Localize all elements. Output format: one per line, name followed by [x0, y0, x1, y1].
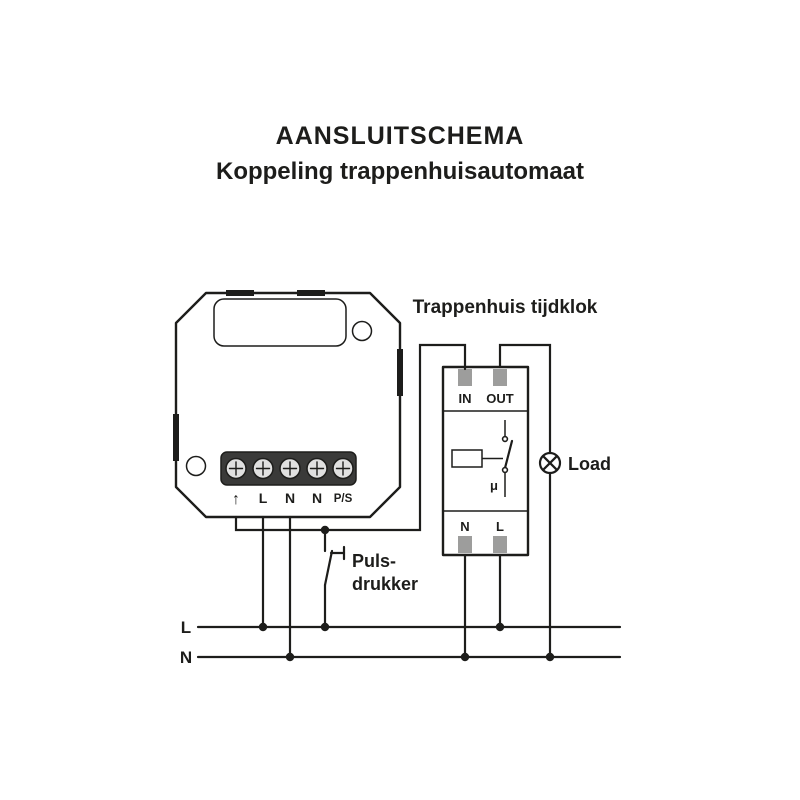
junction-dots [258, 525, 555, 662]
load-symbol: Load [538, 451, 611, 475]
junction-dot [460, 652, 470, 662]
push-button-blade [323, 549, 334, 587]
relay-symbol: μ [451, 420, 514, 497]
screw-terminal [306, 457, 328, 480]
load-label: Load [568, 454, 611, 474]
junction-dot [545, 652, 555, 662]
mounting-screw-hole-bottom-left [185, 455, 207, 477]
wire-pulse-to-timer-in [234, 343, 467, 532]
staircase-timer-unit: Trappenhuis tijdklok IN OUT μ N L [413, 297, 598, 557]
timer-terminal-out [493, 369, 507, 386]
screw-terminal [332, 457, 354, 480]
mounting-screw-hole-top-right [351, 320, 373, 342]
junction-dot [320, 525, 330, 535]
screw-terminal [279, 457, 301, 480]
terminal-block [220, 451, 357, 486]
page-subtitle: Koppeling trappenhuisautomaat [216, 158, 584, 185]
junction-dot [495, 622, 505, 632]
junction-dot [285, 652, 295, 662]
relay-mu-symbol: μ [490, 478, 498, 493]
module-cover-plate [213, 298, 347, 347]
push-button-label-line1: Puls- [352, 551, 396, 571]
timer-body [441, 365, 530, 557]
terminal-label-ps: P/S [334, 493, 353, 505]
supply-rails: L N [180, 618, 622, 667]
lamp-circle [538, 451, 562, 475]
timer-terminal-in [458, 369, 472, 386]
timer-label-l: L [496, 519, 504, 534]
rail-l-label: L [181, 618, 191, 637]
terminal-label-l: L [259, 490, 268, 506]
timer-terminal-n [458, 536, 472, 553]
junction-dot [258, 622, 268, 632]
screw-terminal [225, 457, 247, 480]
contact-blade [503, 439, 514, 470]
timer-title: Trappenhuis tijdklok [413, 297, 598, 318]
rail-n-label: N [180, 648, 192, 667]
timer-terminal-l [493, 536, 507, 553]
contact-point-top [501, 435, 509, 443]
push-button-label-line2: drukker [352, 574, 418, 594]
timer-label-in: IN [459, 391, 472, 406]
terminal-label-n2: N [312, 490, 322, 506]
screw-terminal [252, 457, 274, 480]
lamp-cross-2 [542, 455, 558, 471]
wiring [234, 343, 552, 659]
junction-dot [320, 622, 330, 632]
push-button: Puls- drukker [323, 528, 418, 629]
terminal-label-pulse-arrow: ↑ [232, 491, 240, 508]
contact-point-bottom [501, 466, 509, 474]
timer-label-out: OUT [486, 391, 514, 406]
page-title: AANSLUITSCHEMA [276, 122, 525, 150]
terminal-label-n1: N [285, 490, 295, 506]
wire-timer-out-to-load [498, 343, 552, 455]
relay-module: ↑ L N N P/S [173, 290, 403, 519]
timer-label-n: N [460, 519, 469, 534]
